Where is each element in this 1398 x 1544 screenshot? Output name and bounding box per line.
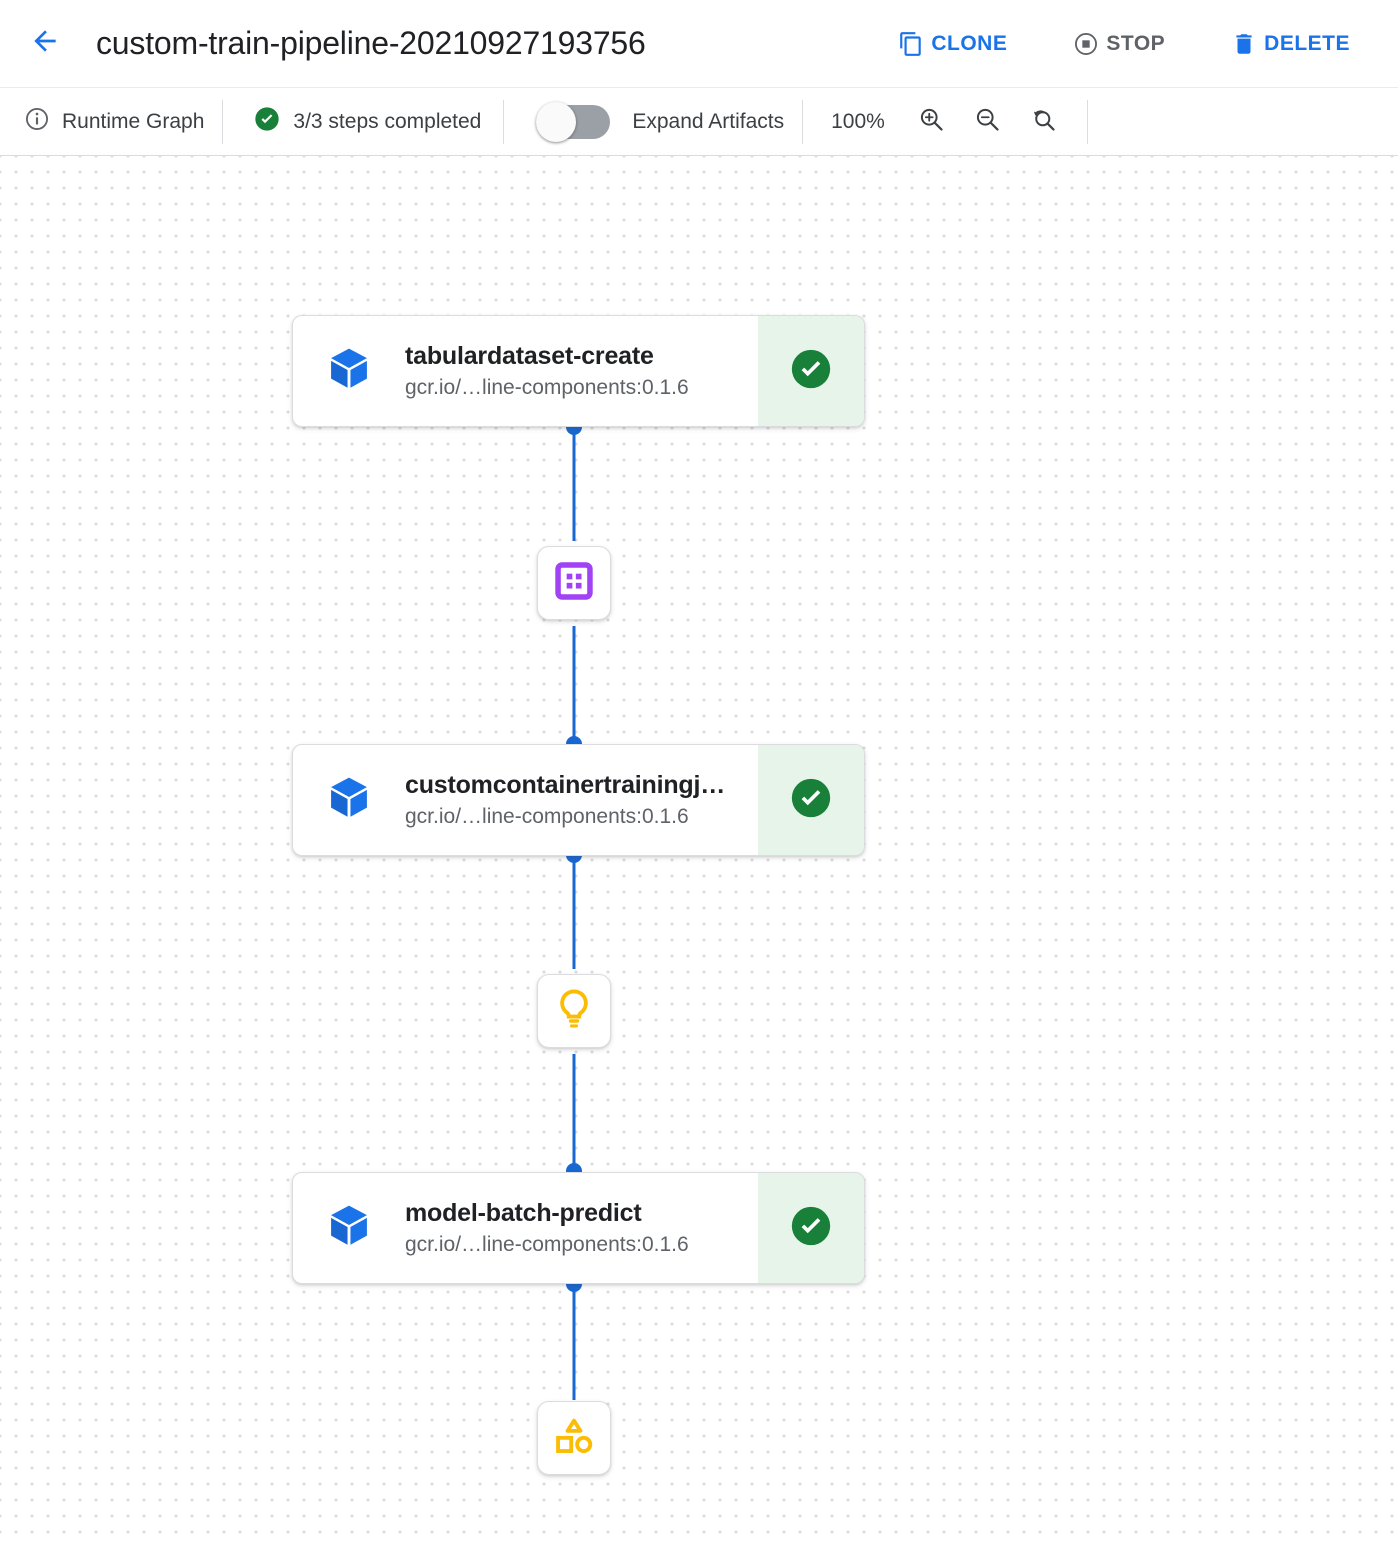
copy-icon [898, 31, 924, 57]
arrow-back-icon [29, 25, 61, 62]
node-subtitle: gcr.io/…line-components:0.1.6 [405, 1233, 689, 1256]
node-status-panel [758, 1173, 864, 1283]
node-subtitle: gcr.io/…line-components:0.1.6 [405, 376, 689, 399]
clone-button-label: CLONE [931, 31, 1008, 55]
steps-status-label: 3/3 steps completed [293, 109, 482, 133]
zoom-out-button[interactable] [965, 100, 1009, 144]
graph-artifact-batch-prediction[interactable] [537, 1401, 611, 1475]
check-circle-icon [788, 775, 834, 826]
cube-icon [324, 344, 374, 399]
graph-node-model-batch-predict[interactable]: model-batch-predict gcr.io/…line-compone… [292, 1172, 865, 1284]
node-title: tabulardataset-create [405, 341, 654, 370]
check-circle-icon [788, 346, 834, 397]
node-text-wrapper: model-batch-predict gcr.io/…line-compone… [405, 1173, 758, 1283]
trash-icon [1231, 31, 1257, 57]
zoom-out-icon [973, 105, 1001, 138]
node-status-panel [758, 316, 864, 426]
delete-button[interactable]: DELETE [1227, 23, 1354, 65]
toggle-knob [536, 101, 577, 142]
dataset-icon [552, 559, 596, 608]
graph-artifact-dataset[interactable] [537, 546, 611, 620]
runtime-graph-label: Runtime Graph [62, 109, 205, 133]
edge-artifact1-to-node2 [572, 626, 576, 744]
edge-node3-to-artifact3 [572, 1284, 576, 1400]
delete-button-label: DELETE [1264, 31, 1350, 55]
lightbulb-icon [552, 987, 596, 1036]
back-button[interactable] [22, 21, 68, 67]
zoom-level: 100% [831, 109, 885, 133]
cube-icon [324, 773, 374, 828]
shapes-icon [552, 1414, 596, 1463]
stop-button-label: STOP [1106, 31, 1166, 55]
info-icon [24, 106, 50, 138]
zoom-in-icon [917, 105, 945, 138]
edge-node1-to-artifact1 [572, 427, 576, 541]
graph-node-customcontainertrainingjob[interactable]: customcontainertrainingj… gcr.io/…line-c… [292, 744, 865, 856]
graph-canvas[interactable]: tabulardataset-create gcr.io/…line-compo… [0, 156, 1398, 1544]
edge-artifact2-to-node3 [572, 1054, 576, 1171]
cube-icon [324, 1201, 374, 1256]
page-title: custom-train-pipeline-20210927193756 [96, 25, 646, 61]
stop-button[interactable]: STOP [1069, 23, 1169, 65]
node-text-wrapper: tabulardataset-create gcr.io/…line-compo… [405, 316, 758, 426]
stop-circle-icon [1073, 31, 1099, 57]
node-title: model-batch-predict [405, 1198, 642, 1227]
expand-artifacts-label: Expand Artifacts [632, 109, 785, 133]
node-text-wrapper: customcontainertrainingj… gcr.io/…line-c… [405, 745, 758, 855]
runtime-graph-mode[interactable]: Runtime Graph [20, 106, 222, 138]
graph-toolbar: Runtime Graph 3/3 steps completed Expand… [0, 88, 1398, 156]
toolbar-divider-4 [1086, 99, 1088, 144]
zoom-reset-icon [1029, 105, 1057, 138]
graph-artifact-model[interactable] [537, 974, 611, 1048]
clone-button[interactable]: CLONE [894, 23, 1011, 65]
node-icon-wrapper [293, 745, 405, 855]
toolbar-divider-1 [222, 99, 224, 144]
page-header: custom-train-pipeline-20210927193756 CLO… [0, 0, 1398, 88]
zoom-reset-button[interactable] [1021, 100, 1065, 144]
graph-node-tabulardataset-create[interactable]: tabulardataset-create gcr.io/…line-compo… [292, 315, 865, 427]
zoom-in-button[interactable] [909, 100, 953, 144]
toolbar-divider-3 [802, 99, 804, 144]
check-circle-icon [788, 1203, 834, 1254]
edge-node2-to-artifact2 [572, 855, 576, 969]
node-subtitle: gcr.io/…line-components:0.1.6 [405, 805, 689, 828]
node-status-panel [758, 745, 864, 855]
header-actions: CLONE STOP DELETE [836, 23, 1398, 65]
node-icon-wrapper [293, 316, 405, 426]
expand-artifacts-control[interactable]: Expand Artifacts [504, 101, 802, 142]
steps-status: 3/3 steps completed [223, 105, 503, 139]
toolbar-divider-2 [503, 99, 505, 144]
node-icon-wrapper [293, 1173, 405, 1283]
expand-artifacts-toggle[interactable] [536, 101, 611, 142]
node-title: customcontainertrainingj… [405, 770, 726, 799]
check-circle-icon [253, 105, 281, 139]
